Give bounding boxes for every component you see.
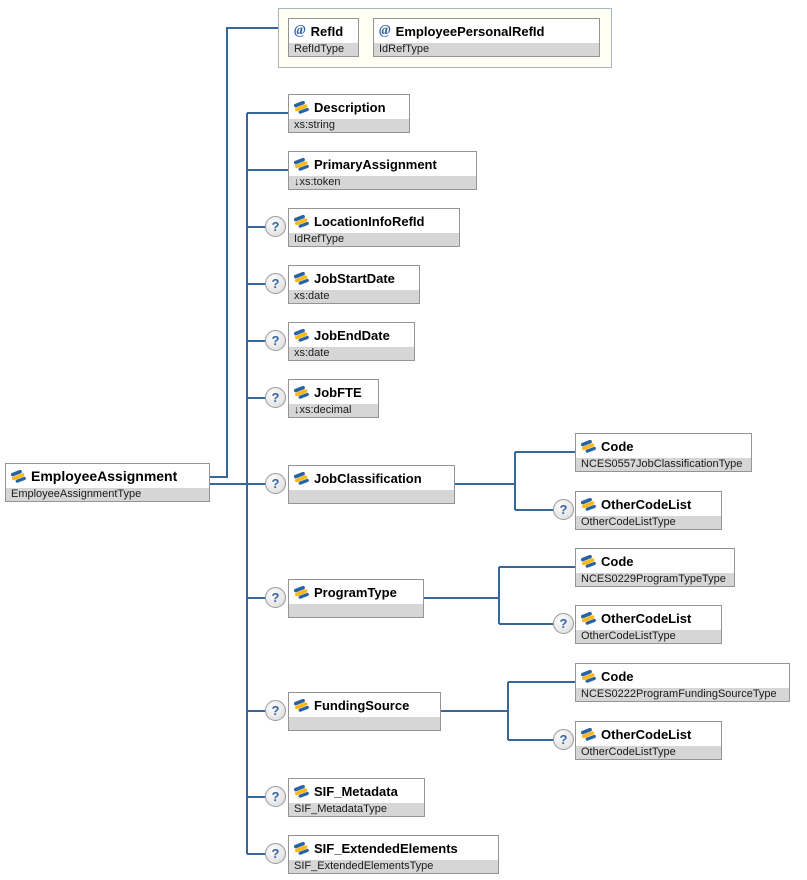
element-node-locationinforefid[interactable]: LocationInfoRefId IdRefType <box>288 208 460 247</box>
element-type: SIF_ExtendedElementsType <box>289 860 498 873</box>
element-icon <box>294 471 309 485</box>
element-name: SIF_Metadata <box>314 783 398 799</box>
element-type: ↓xs:decimal <box>289 404 378 417</box>
element-name: JobFTE <box>314 384 362 400</box>
element-node-fundingsource-code[interactable]: Code NCES0222ProgramFundingSourceType <box>575 663 790 702</box>
element-type: EmployeeAssignmentType <box>6 488 209 501</box>
optional-indicator: ? <box>553 729 574 750</box>
element-name: EmployeeAssignment <box>31 468 178 484</box>
element-type: OtherCodeListType <box>576 746 721 759</box>
optional-indicator: ? <box>265 700 286 721</box>
element-name: Code <box>601 668 634 684</box>
element-node-jobfte[interactable]: JobFTE ↓xs:decimal <box>288 379 379 418</box>
element-name: OtherCodeList <box>601 496 692 512</box>
element-icon <box>294 698 309 712</box>
attribute-name: EmployeePersonalRefId <box>395 23 545 39</box>
element-type: OtherCodeListType <box>576 630 721 643</box>
element-type <box>289 717 440 730</box>
element-name: OtherCodeList <box>601 726 692 742</box>
element-type: xs:string <box>289 119 409 132</box>
element-node-fundingsource[interactable]: FundingSource <box>288 692 441 731</box>
optional-indicator: ? <box>553 613 574 634</box>
element-node-jobclassification-code[interactable]: Code NCES0557JobClassificationType <box>575 433 752 472</box>
element-type: OtherCodeListType <box>576 516 721 529</box>
optional-indicator: ? <box>265 786 286 807</box>
element-icon <box>581 611 596 625</box>
element-icon <box>294 841 309 855</box>
element-name: FundingSource <box>314 697 410 713</box>
element-node-sif-metadata[interactable]: SIF_Metadata SIF_MetadataType <box>288 778 425 817</box>
element-name: PrimaryAssignment <box>314 156 437 172</box>
element-name: Code <box>601 553 634 569</box>
element-node-primaryassignment[interactable]: PrimaryAssignment ↓xs:token <box>288 151 477 190</box>
element-node-jobclassification[interactable]: JobClassification <box>288 465 455 504</box>
element-name: Description <box>314 99 386 115</box>
optional-indicator: ? <box>265 473 286 494</box>
element-type <box>289 490 454 503</box>
element-icon <box>294 784 309 798</box>
element-icon <box>294 214 309 228</box>
element-node-programtype-code[interactable]: Code NCES0229ProgramTypeType <box>575 548 735 587</box>
attribute-name: RefId <box>310 23 344 39</box>
element-type: SIF_MetadataType <box>289 803 424 816</box>
element-icon <box>581 439 596 453</box>
optional-indicator: ? <box>265 387 286 408</box>
element-name: Code <box>601 438 634 454</box>
element-icon <box>294 271 309 285</box>
element-node-programtype[interactable]: ProgramType <box>288 579 424 618</box>
element-type: NCES0222ProgramFundingSourceType <box>576 688 789 701</box>
element-type <box>289 604 423 617</box>
element-node-programtype-othercodelist[interactable]: OtherCodeList OtherCodeListType <box>575 605 722 644</box>
attribute-type: IdRefType <box>374 43 599 56</box>
element-type: ↓xs:token <box>289 176 476 189</box>
element-type: xs:date <box>289 290 419 303</box>
element-icon <box>11 469 26 483</box>
element-node-description[interactable]: Description xs:string <box>288 94 410 133</box>
attribute-at-icon: @ <box>379 23 391 38</box>
element-type: NCES0557JobClassificationType <box>576 458 751 471</box>
element-icon <box>581 727 596 741</box>
element-name: OtherCodeList <box>601 610 692 626</box>
attribute-at-icon: @ <box>294 23 306 38</box>
element-name: SIF_ExtendedElements <box>314 840 458 856</box>
optional-indicator: ? <box>553 499 574 520</box>
optional-indicator: ? <box>265 273 286 294</box>
element-icon <box>294 100 309 114</box>
element-icon <box>294 585 309 599</box>
optional-indicator: ? <box>265 216 286 237</box>
element-name: ProgramType <box>314 584 397 600</box>
optional-indicator: ? <box>265 843 286 864</box>
element-name: JobStartDate <box>314 270 395 286</box>
optional-indicator: ? <box>265 587 286 608</box>
element-node-jobclassification-othercodelist[interactable]: OtherCodeList OtherCodeListType <box>575 491 722 530</box>
element-node-jobstartdate[interactable]: JobStartDate xs:date <box>288 265 420 304</box>
attribute-node-employeepersonalrefid[interactable]: @ EmployeePersonalRefId IdRefType <box>373 18 600 57</box>
element-node-sif-extendedelements[interactable]: SIF_ExtendedElements SIF_ExtendedElement… <box>288 835 499 874</box>
element-icon <box>294 328 309 342</box>
element-name: JobClassification <box>314 470 422 486</box>
element-type: IdRefType <box>289 233 459 246</box>
element-icon <box>294 385 309 399</box>
element-icon <box>581 669 596 683</box>
element-icon <box>581 554 596 568</box>
element-node-jobenddate[interactable]: JobEndDate xs:date <box>288 322 415 361</box>
element-icon <box>294 157 309 171</box>
element-node-employeeassignment[interactable]: EmployeeAssignment EmployeeAssignmentTyp… <box>5 463 210 502</box>
element-type: xs:date <box>289 347 414 360</box>
element-icon <box>581 497 596 511</box>
attribute-node-refid[interactable]: @ RefId RefIdType <box>288 18 359 57</box>
element-name: JobEndDate <box>314 327 390 343</box>
element-node-fundingsource-othercodelist[interactable]: OtherCodeList OtherCodeListType <box>575 721 722 760</box>
optional-indicator: ? <box>265 330 286 351</box>
element-type: NCES0229ProgramTypeType <box>576 573 734 586</box>
attribute-type: RefIdType <box>289 43 358 56</box>
element-name: LocationInfoRefId <box>314 213 425 229</box>
